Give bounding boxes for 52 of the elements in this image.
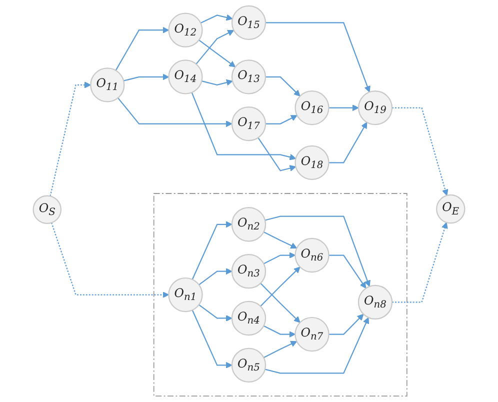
arrow: [328, 104, 359, 112]
arrow: [50, 82, 91, 196]
node-circle: O$_{n6}$: [294, 238, 330, 273]
node-circle: O$_{17}$: [231, 106, 266, 142]
node-circle: O$_{16}$: [294, 90, 330, 126]
arrow: [51, 222, 169, 298]
arrow: [328, 314, 364, 335]
arrow: [392, 222, 448, 303]
arrow: [265, 115, 298, 124]
arrow: [265, 76, 300, 96]
node-circle: O$_{19}$: [358, 90, 393, 126]
node-circle: O$_{15}$: [231, 5, 266, 40]
node-circle: O$_{11}$: [90, 68, 125, 102]
node-circle: O$_{n4}$: [231, 300, 266, 336]
node-circle: O$_{12}$: [168, 12, 203, 48]
arrow: [263, 340, 298, 358]
node-circle: O$_{n7}$: [294, 316, 330, 352]
arrow: [263, 325, 296, 338]
arrow: [260, 282, 300, 323]
arrow: [264, 317, 370, 374]
arrow: [191, 92, 296, 160]
arrow: [263, 231, 298, 249]
node-circle: O$_{18}$: [294, 145, 330, 180]
arrow: [202, 79, 233, 86]
arrow: [392, 107, 448, 196]
arrow: [264, 216, 370, 287]
arrow: [198, 40, 236, 68]
arrow: [196, 30, 234, 64]
node-circle: O$_{n8}$: [358, 284, 393, 320]
arrow: [328, 122, 368, 164]
arrow: [192, 310, 232, 368]
arrow: [124, 74, 170, 82]
arrow: [258, 137, 296, 172]
arrow: [118, 98, 232, 128]
cluster: [153, 193, 408, 396]
arrow: [260, 266, 300, 307]
node-circle: O$_{n5}$: [231, 348, 266, 383]
node-circle: O$_{E}$: [436, 194, 466, 224]
node-circle: O$_{n1}$: [168, 277, 203, 312]
arrow: [263, 252, 296, 264]
arrow: [192, 221, 232, 280]
node-circle: O$_{S}$: [32, 195, 62, 224]
node-circle: O$_{n3}$: [231, 254, 266, 289]
arrow: [115, 26, 170, 71]
node-circle: O$_{13}$: [231, 60, 266, 94]
node-circle: O$_{n2}$: [231, 207, 266, 242]
arrow: [198, 304, 232, 322]
node-circle: O$_{14}$: [168, 60, 203, 94]
arrow: [198, 268, 232, 286]
arrow: [200, 14, 233, 24]
arrow: [265, 22, 370, 92]
arrow: [328, 254, 366, 289]
